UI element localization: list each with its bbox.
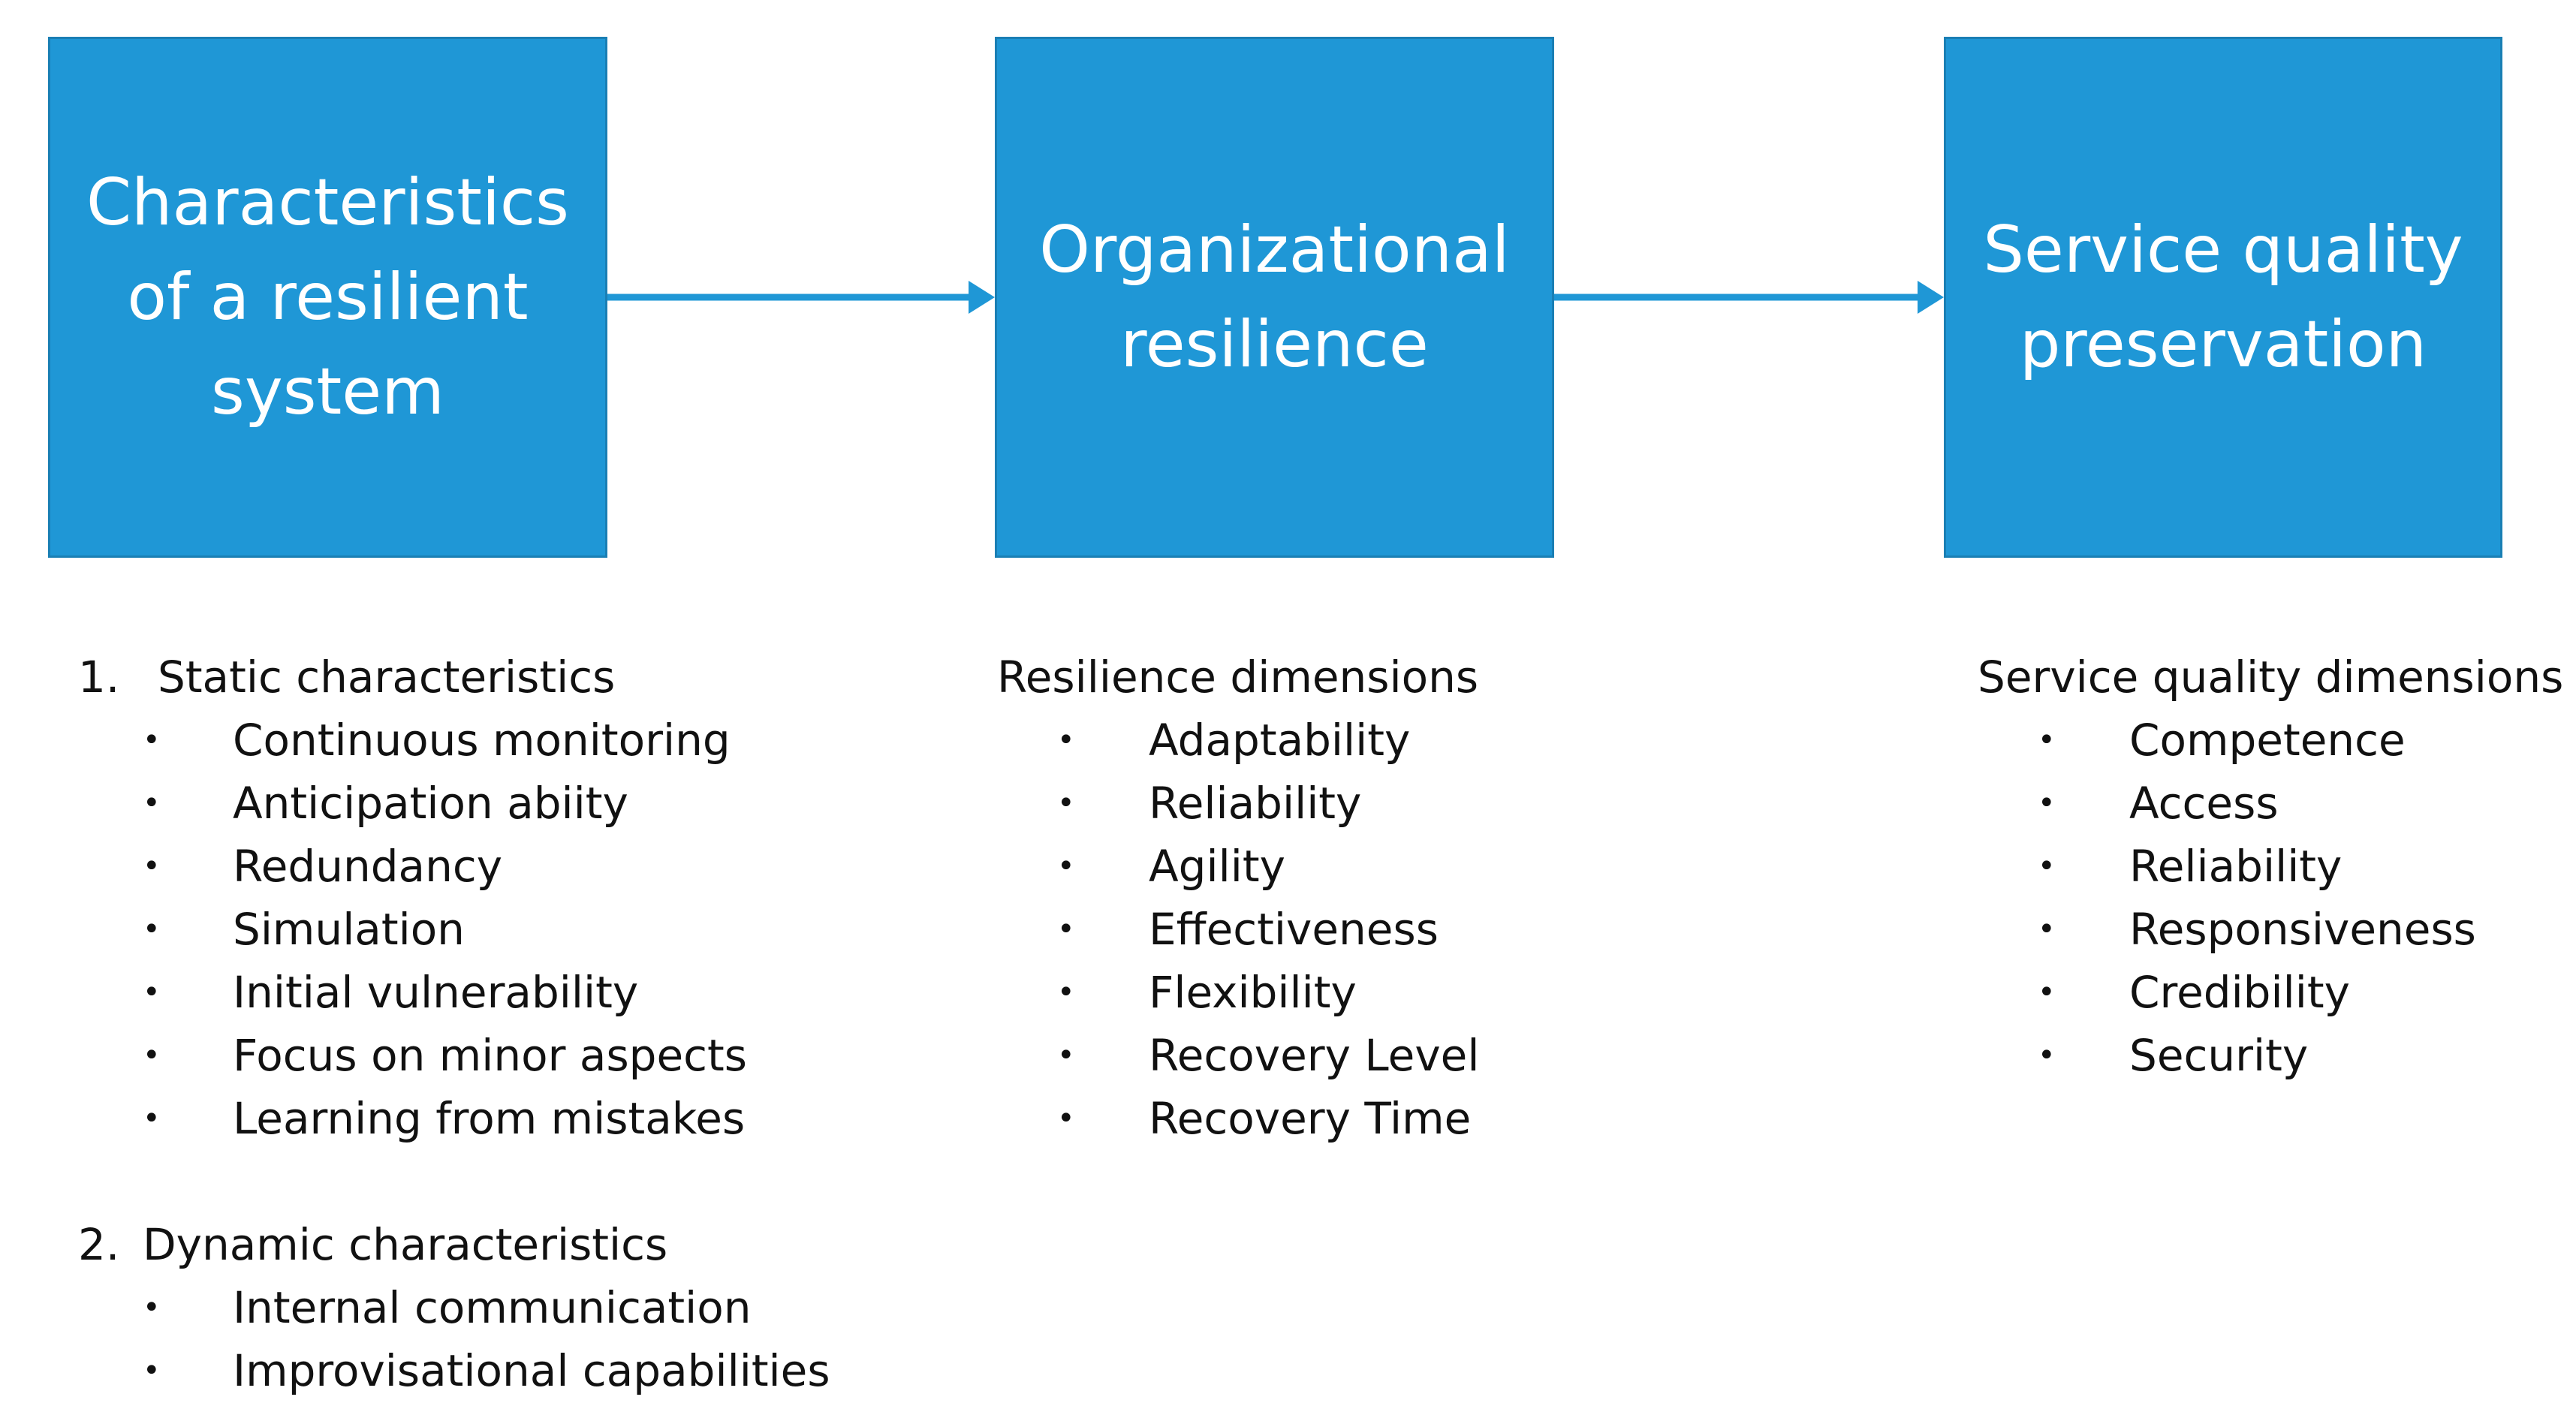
bullet-icon: •	[2038, 849, 2056, 884]
item-label: Improvisational capabilities	[233, 1345, 830, 1396]
bullet-icon: •	[143, 1290, 161, 1325]
list-gap	[78, 1150, 830, 1213]
box-line: Organizational	[1039, 212, 1510, 288]
bullet-icon: •	[143, 1101, 161, 1136]
static-characteristics-heading: 1. Static characteristics	[78, 646, 830, 709]
list-item: • Access	[1978, 772, 2563, 835]
heading-label: Static characteristics	[158, 652, 616, 703]
arrow-2	[1554, 281, 1944, 314]
list-item: • Continuous monitoring	[78, 709, 830, 772]
service-quality-box-text: Service quality preservation	[1983, 203, 2463, 392]
characteristics-box: Characteristics of a resilient system	[48, 37, 607, 558]
list-item: • Effectiveness	[997, 898, 1479, 961]
list-item: • Flexibility	[997, 961, 1479, 1024]
item-label: Recovery Level	[1149, 1030, 1480, 1081]
item-label: Simulation	[233, 904, 465, 955]
item-label: Agility	[1149, 841, 1285, 892]
item-label: Focus on minor aspects	[233, 1030, 748, 1081]
list-item: • Recovery Level	[997, 1024, 1479, 1087]
bullet-icon: •	[143, 1038, 161, 1073]
item-label: Effectiveness	[1149, 904, 1439, 955]
box-line: Characteristics	[86, 165, 569, 240]
list-item: • Learning from mistakes	[78, 1087, 830, 1150]
bullet-icon: •	[2038, 1038, 2056, 1073]
static-characteristics-items: • Continuous monitoring • Anticipation abi…	[78, 709, 830, 1150]
item-label: Adaptability	[1149, 715, 1411, 766]
box-line: Service quality	[1983, 212, 2463, 288]
list-item: • Improvisational capabilities	[78, 1339, 830, 1402]
item-label: Credibility	[2129, 967, 2350, 1018]
service-quality-dimensions-list: Service quality dimensions • Competence •…	[1978, 646, 2563, 1087]
list-item: • Responsiveness	[1978, 898, 2563, 961]
list-number: 1.	[78, 652, 120, 703]
item-label: Initial vulnerability	[233, 967, 639, 1018]
bullet-icon: •	[1057, 786, 1075, 820]
bullet-icon: •	[1057, 975, 1075, 1010]
bullet-icon: •	[143, 1353, 161, 1388]
item-label: Learning from mistakes	[233, 1093, 746, 1144]
service-quality-box: Service quality preservation	[1944, 37, 2502, 558]
list-item: • Reliability	[997, 772, 1479, 835]
item-label: Reliability	[2129, 841, 2343, 892]
item-label: Competence	[2129, 715, 2406, 766]
item-label: Continuous monitoring	[233, 715, 731, 766]
box-line: preservation	[2019, 307, 2427, 382]
bullet-icon: •	[143, 912, 161, 947]
resilience-dimensions-items: • Adaptability • Reliability • Agility • Eff…	[997, 709, 1479, 1150]
list-item: • Initial vulnerability	[78, 961, 830, 1024]
item-label: Internal communication	[233, 1282, 752, 1333]
heading-label: Dynamic characteristics	[143, 1219, 668, 1270]
box-line: of a resilient	[127, 260, 529, 335]
resilience-dimensions-heading: Resilience dimensions	[997, 652, 1479, 703]
list-item: • Security	[1978, 1024, 2563, 1087]
arrow-1	[607, 281, 995, 314]
list-item: • Anticipation abiity	[78, 772, 830, 835]
list-item: • Recovery Time	[997, 1087, 1479, 1150]
list-item: • Reliability	[1978, 835, 2563, 898]
bullet-icon: •	[1057, 849, 1075, 884]
list-item: • Internal communication	[78, 1276, 830, 1339]
bullet-icon: •	[143, 849, 161, 884]
characteristics-list: 1. Static characteristics • Continuous mon…	[78, 646, 830, 1402]
list-number: 2.	[78, 1219, 120, 1270]
bullet-icon: •	[2038, 786, 2056, 820]
item-label: Flexibility	[1149, 967, 1357, 1018]
bullet-icon: •	[143, 786, 161, 820]
bullet-icon: •	[2038, 723, 2056, 757]
list-item: • Focus on minor aspects	[78, 1024, 830, 1087]
bullet-icon: •	[1057, 1101, 1075, 1136]
bullet-icon: •	[2038, 912, 2056, 947]
characteristics-box-text: Characteristics of a resilient system	[86, 155, 569, 439]
item-label: Reliability	[1149, 778, 1362, 829]
list-item: • Adaptability	[997, 709, 1479, 772]
resilience-dimensions-list: Resilience dimensions • Adaptability • Rel…	[997, 646, 1479, 1150]
bullet-icon: •	[1057, 723, 1075, 757]
item-label: Security	[2129, 1030, 2309, 1081]
dynamic-characteristics-items: • Internal communication • Improvisational…	[78, 1276, 830, 1402]
organizational-resilience-box: Organizational resilience	[995, 37, 1554, 558]
box-line: resilience	[1120, 307, 1429, 382]
bullet-icon: •	[1057, 912, 1075, 947]
box-line: system	[211, 354, 444, 429]
list-item: • Redundancy	[78, 835, 830, 898]
list-item: • Competence	[1978, 709, 2563, 772]
dynamic-characteristics-heading: 2. Dynamic characteristics	[78, 1213, 830, 1276]
service-quality-dimensions-items: • Competence • Access • Reliability • Respon…	[1978, 709, 2563, 1087]
organizational-resilience-box-text: Organizational resilience	[1039, 203, 1509, 392]
bullet-icon: •	[143, 975, 161, 1010]
item-label: Recovery Time	[1149, 1093, 1472, 1144]
bullet-icon: •	[1057, 1038, 1075, 1073]
list-item: • Simulation	[78, 898, 830, 961]
list-item: • Credibility	[1978, 961, 2563, 1024]
bullet-icon: •	[2038, 975, 2056, 1010]
item-label: Access	[2129, 778, 2279, 829]
bullet-icon: •	[143, 723, 161, 757]
item-label: Redundancy	[233, 841, 503, 892]
list-item: • Agility	[997, 835, 1479, 898]
service-quality-dimensions-heading: Service quality dimensions	[1978, 652, 2564, 703]
item-label: Responsiveness	[2129, 904, 2476, 955]
item-label: Anticipation abiity	[233, 778, 628, 829]
